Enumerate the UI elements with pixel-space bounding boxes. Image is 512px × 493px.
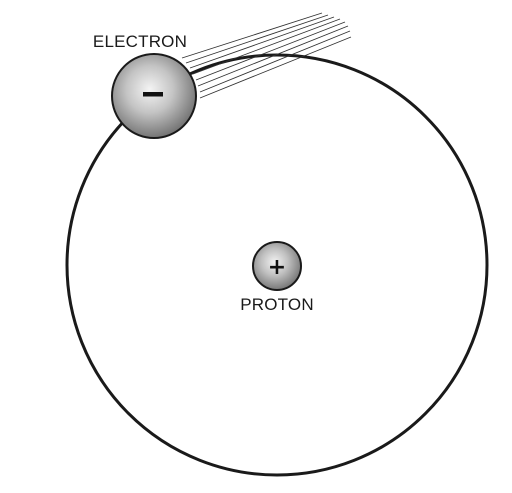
electron-label: ELECTRON (93, 32, 187, 51)
proton-sphere (252, 241, 302, 291)
proton-particle: + (252, 241, 302, 291)
proton-sign: + (268, 255, 286, 280)
electron-motion-lines (181, 12, 352, 99)
orbit-circle (65, 53, 489, 477)
proton-label: PROTON (240, 295, 314, 314)
minus-sign-icon (143, 92, 163, 97)
electron-particle: − (111, 53, 197, 139)
